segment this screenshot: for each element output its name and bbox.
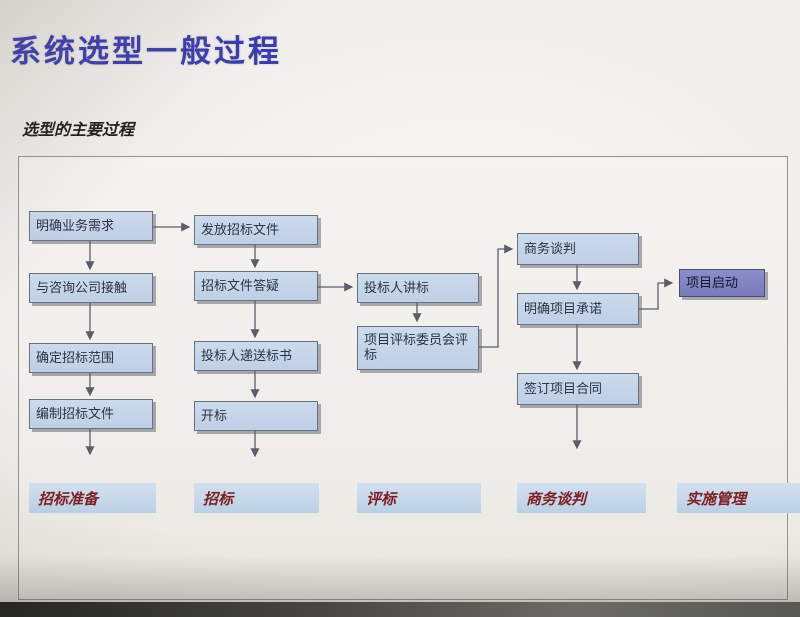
stage-label-bid-preparation: 招标准备 [29, 483, 156, 513]
flow-box-bidders-submit-proposals: 投标人递送标书 [194, 341, 318, 371]
stage-label-evaluation: 评标 [357, 483, 481, 513]
flow-box-clarify-business-needs: 明确业务需求 [29, 211, 153, 241]
flow-box-evaluation-committee-review: 项目评标委员会评标 [357, 326, 479, 370]
flow-box-clarify-project-commitments: 明确项目承诺 [517, 293, 639, 325]
flow-box-bidder-presentations: 投标人讲标 [357, 273, 479, 303]
stage-label-implementation: 实施管理 [677, 483, 800, 513]
slide-subtitle: 选型的主要过程 [22, 122, 135, 139]
page-title: 系统选型一般过程 [10, 34, 282, 69]
photo-bottom-edge [0, 602, 800, 617]
diagram-frame: 明确业务需求 与咨询公司接触 确定招标范围 编制招标文件 发放招标文件 招标文件… [18, 156, 800, 600]
flow-box-bid-opening: 开标 [194, 401, 318, 431]
flow-box-prepare-bid-documents: 编制招标文件 [29, 399, 153, 429]
stage-label-negotiation: 商务谈判 [517, 483, 646, 513]
flow-box-project-kickoff: 项目启动 [679, 269, 765, 297]
stage-label-bidding: 招标 [194, 483, 319, 513]
flow-box-bid-document-qa: 招标文件答疑 [194, 271, 318, 301]
flow-box-define-bid-scope: 确定招标范围 [29, 343, 153, 373]
flow-box-issue-bid-documents: 发放招标文件 [194, 215, 318, 245]
flow-box-sign-project-contract: 签订项目合同 [517, 373, 639, 405]
flow-box-contact-consulting-firms: 与咨询公司接触 [29, 273, 153, 303]
flow-box-business-negotiation: 商务谈判 [517, 233, 639, 265]
